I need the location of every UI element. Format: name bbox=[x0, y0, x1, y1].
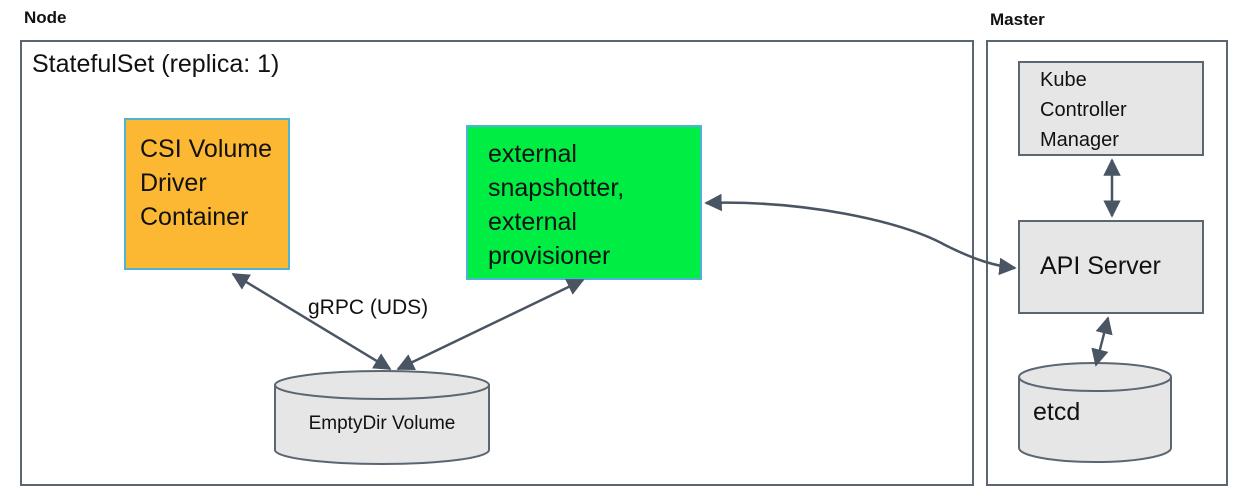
master-label: Master bbox=[990, 10, 1045, 29]
sidecar-line-1: external bbox=[488, 140, 577, 168]
csi-driver-container: CSI Volume Driver Container bbox=[124, 118, 290, 270]
sidecar-line-4: provisioner bbox=[488, 242, 611, 270]
kcm-line-3: Manager bbox=[1040, 129, 1119, 151]
sidecar-line-2: snapshotter, bbox=[488, 174, 625, 202]
csi-driver-line-3: Container bbox=[140, 203, 249, 231]
statefulset-label: StatefulSet (replica: 1) bbox=[32, 50, 280, 78]
external-sidecars-container: external snapshotter, external provision… bbox=[466, 125, 702, 280]
sidecar-line-3: external bbox=[488, 208, 577, 236]
node-label: Node bbox=[24, 8, 67, 27]
csi-driver-line-1: CSI Volume bbox=[140, 135, 273, 163]
kcm-line-2: Controller bbox=[1040, 99, 1127, 121]
kcm-line-1: Kube bbox=[1040, 69, 1087, 91]
api-server: API Server bbox=[1018, 220, 1204, 314]
kube-controller-manager: Kube Controller Manager bbox=[1018, 61, 1204, 156]
api-server-label: API Server bbox=[1040, 252, 1161, 280]
grpc-label: gRPC (UDS) bbox=[308, 296, 429, 319]
csi-driver-line-2: Driver bbox=[140, 169, 207, 197]
